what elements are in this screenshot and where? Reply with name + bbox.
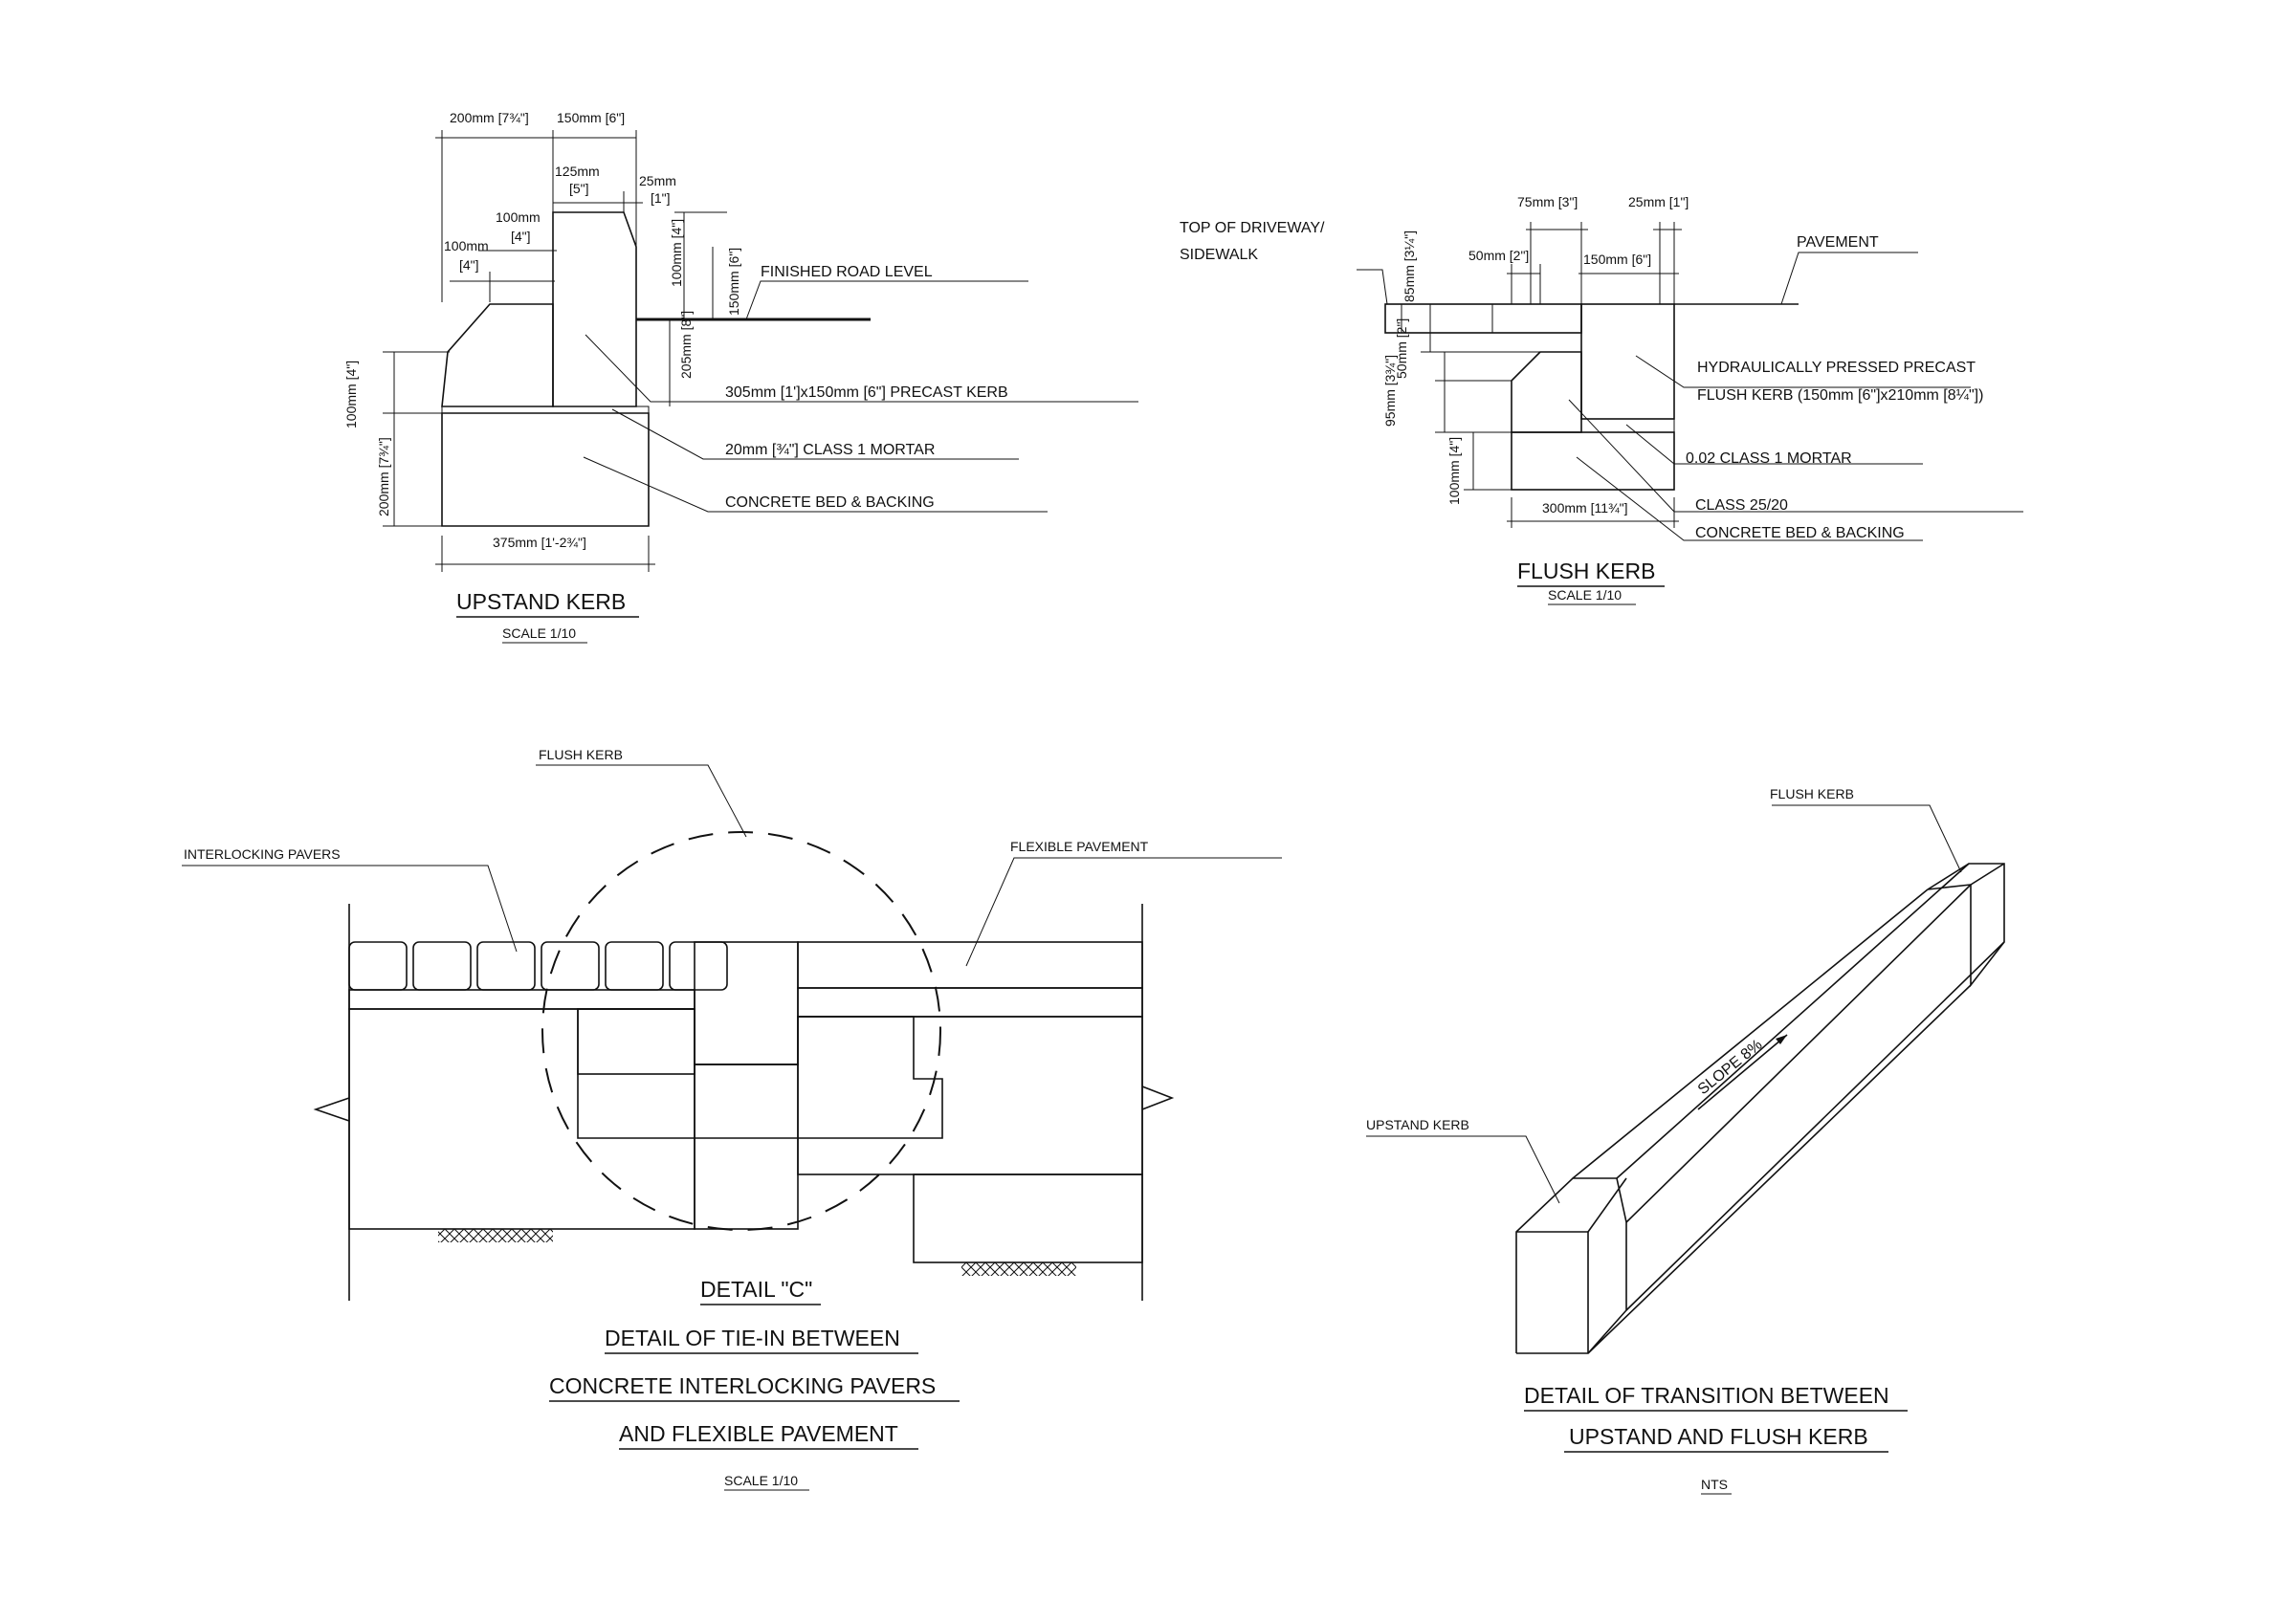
upstand-label-mortar: 20mm [¾"] CLASS 1 MORTAR	[725, 442, 935, 458]
upstand-title: UPSTAND KERB	[456, 589, 626, 614]
flush-label-bed: CONCRETE BED & BACKING	[1695, 525, 1905, 541]
upstand-dim-100a: 100mm	[496, 209, 541, 225]
upstand-label-bed: CONCRETE BED & BACKING	[725, 494, 935, 511]
upstand-dim-150: 150mm [6"]	[557, 110, 625, 125]
flush-dim-25: 25mm [1"]	[1628, 194, 1689, 209]
subgrade-triangles	[913, 1173, 1143, 1263]
upstand-dim-v100: 100mm [4"]	[343, 361, 359, 428]
upstand-dim-200: 200mm [7¾"]	[450, 110, 529, 125]
flush-label-sidewalk: SIDEWALK	[1180, 247, 1258, 263]
upstand-precast-kerb	[552, 211, 637, 407]
flexible-binder	[797, 987, 1143, 1018]
detail-c-label-pavers: INTERLOCKING PAVERS	[184, 846, 341, 862]
flexible-surface	[797, 941, 1143, 989]
upstand-dim-25-in: [1"]	[651, 190, 671, 206]
upstand-label-precast-kerb: 305mm [1']x150mm [6"] PRECAST KERB	[725, 384, 1008, 401]
detail-c-title-1: DETAIL "C"	[700, 1277, 812, 1302]
transition-label-upstand: UPSTAND KERB	[1366, 1117, 1469, 1132]
flush-dim-75: 75mm [3"]	[1517, 194, 1578, 209]
upstand-mortar	[441, 406, 650, 414]
transition-title-1: DETAIL OF TRANSITION BETWEEN	[1524, 1383, 1889, 1408]
upstand-bed	[441, 412, 650, 527]
flush-leaders	[1357, 252, 2023, 541]
flush-label-pavement: PAVEMENT	[1797, 234, 1879, 251]
tie-in-flush-kerb	[694, 941, 799, 1065]
sub-base-right	[797, 1016, 1143, 1175]
upstand-label-road-level: FINISHED ROAD LEVEL	[761, 264, 933, 280]
upstand-dim-h100: 100mm [4"]	[669, 219, 684, 287]
detail-c-scale: SCALE 1/10	[724, 1473, 798, 1488]
flush-kerb-detail: 75mm [3"] 25mm [1"] 50mm [2"] 150mm [6"]…	[1180, 194, 2023, 605]
sand-bedding	[348, 989, 695, 1010]
flush-bed	[1511, 431, 1675, 491]
upstand-dims	[383, 130, 727, 572]
detail-c: FLUSH KERB INTERLOCKING PAVERS FLEXIBLE …	[182, 747, 1282, 1491]
transition-detail: SLOPE 8% FLUSH KERB UPSTAND KERB DETAIL …	[1366, 786, 2005, 1495]
flush-dim-85: 85mm [3¼"]	[1402, 230, 1417, 302]
flush-label-mortar: 0.02 CLASS 1 MORTAR	[1686, 450, 1852, 467]
flush-dim-300: 300mm [11¾"]	[1542, 500, 1628, 515]
detail-c-label-flush-kerb: FLUSH KERB	[539, 747, 623, 762]
upstand-backing	[441, 303, 554, 407]
flush-dim-95: 95mm [3¾"]	[1382, 355, 1398, 427]
flush-label-kerb-2: FLUSH KERB (150mm [6"]x210mm [8¼"])	[1697, 387, 1983, 404]
upstand-scale: SCALE 1/10	[502, 625, 576, 641]
flush-dim-50: 50mm [2"]	[1468, 248, 1529, 263]
flush-label-kerb-1: HYDRAULICALLY PRESSED PRECAST	[1697, 360, 1976, 376]
flush-precast-kerb	[1580, 303, 1675, 420]
detail-c-title-4: AND FLEXIBLE PAVEMENT	[619, 1421, 898, 1446]
detail-c-title-3: CONCRETE INTERLOCKING PAVERS	[549, 1373, 936, 1398]
detail-c-title-2: DETAIL OF TIE-IN BETWEEN	[605, 1326, 900, 1350]
flush-dim-100: 100mm [4"]	[1446, 437, 1462, 505]
transition-scale: NTS	[1701, 1477, 1728, 1492]
transition-kerb-3d	[1515, 863, 2005, 1354]
upstand-dim-125: 125mm	[555, 164, 600, 179]
upstand-dim-v200: 200mm [7¾"]	[376, 437, 391, 516]
transition-label-flush: FLUSH KERB	[1770, 786, 1854, 801]
upstand-dim-100a-in: [4"]	[511, 229, 531, 244]
upstand-dim-h205: 205mm [8"]	[678, 311, 694, 379]
sub-base-left	[348, 1008, 695, 1230]
flush-label-class: CLASS 25/20	[1695, 497, 1788, 514]
upstand-kerb-detail: 200mm [7¾"] 150mm [6"] 125mm [5"] 25mm […	[343, 110, 1138, 644]
transition-leaders	[1366, 804, 1962, 1204]
upstand-dim-100b-in: [4"]	[459, 257, 479, 273]
flush-dim-50v: 50mm [2"]	[1394, 318, 1409, 379]
upstand-leaders	[583, 280, 1138, 513]
flush-scale: SCALE 1/10	[1548, 587, 1622, 603]
flush-driveway	[1384, 303, 1582, 334]
flush-dims	[1421, 222, 1682, 528]
upstand-dim-h150: 150mm [6"]	[726, 248, 741, 316]
upstand-dim-375: 375mm [1'-2¾"]	[493, 535, 586, 550]
detail-circle	[541, 831, 941, 1231]
flush-title: FLUSH KERB	[1517, 559, 1655, 583]
pavers-row	[348, 941, 728, 991]
flush-label-top-driveway: TOP OF DRIVEWAY/	[1180, 220, 1325, 236]
upstand-dim-100b: 100mm	[444, 238, 489, 253]
detail-c-leaders	[182, 764, 1282, 967]
upstand-dim-125-in: [5"]	[569, 181, 589, 196]
upstand-dim-25: 25mm	[639, 173, 676, 188]
flush-dim-150: 150mm [6"]	[1583, 252, 1651, 267]
detail-c-label-flexible: FLEXIBLE PAVEMENT	[1010, 839, 1149, 854]
flush-backing	[1511, 351, 1582, 433]
transition-title-2: UPSTAND AND FLUSH KERB	[1569, 1424, 1868, 1449]
transition-slope: SLOPE 8%	[1695, 1037, 1766, 1098]
